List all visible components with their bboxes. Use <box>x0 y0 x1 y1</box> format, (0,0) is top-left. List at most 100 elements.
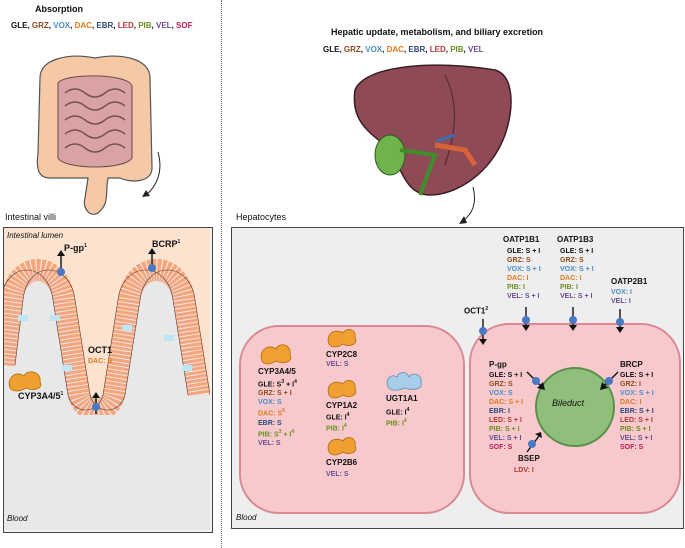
brcp-transporter <box>600 371 619 390</box>
interaction-gle: GLE: S + I <box>507 248 541 255</box>
hepatocyte-blood-label: Blood <box>236 513 257 522</box>
separator: , <box>48 21 54 30</box>
cyp2c8-label: CYP2C8 <box>326 350 358 359</box>
hepatocytes-title: Hepatocytes <box>236 212 287 222</box>
bileduct-label: Bileduct <box>552 398 585 408</box>
interaction-pib: PIB: I4 <box>326 423 347 433</box>
intestinal-lumen-label: Intestinal lumen <box>7 231 64 240</box>
absorption-arrow <box>142 151 161 197</box>
drug-gle: GLE <box>11 21 28 30</box>
hepatocyte-oct1-transporter <box>479 319 487 345</box>
intestinal-villi-title: Intestinal villi <box>5 212 57 222</box>
drug-vox: VOX <box>365 45 383 54</box>
separator: , <box>403 45 409 54</box>
drug-grz: GRZ <box>31 21 49 30</box>
interaction-gle: GLE: I4 <box>386 407 410 417</box>
drug-grz: GRZ <box>343 45 361 54</box>
interaction-grz: GRZ: S <box>489 381 513 388</box>
drug-pib: PIB <box>450 45 464 54</box>
hepatic-drug-list: GLE, GRZ, VOX, DAC, EBR, LED, PIB, VEL <box>323 39 484 57</box>
interaction-vox: VOX: S <box>258 399 282 407</box>
interaction-grz: GRZ: S <box>507 257 531 264</box>
drug-vel: VEL <box>468 45 484 54</box>
separator: , <box>382 45 387 54</box>
interaction-pib: PIB: S3 + I4 <box>258 428 295 438</box>
absorption-title: Absorption <box>35 4 83 14</box>
separator: , <box>113 21 118 30</box>
separator: , <box>463 45 468 54</box>
interaction-ebr: EBR: S + I <box>620 408 654 415</box>
cyp2b6-enzyme <box>327 437 357 456</box>
interaction-sof: SOF: S <box>489 444 513 451</box>
interaction-vox: VOX: S + I <box>560 266 594 273</box>
drug-sof: SOF <box>176 21 193 30</box>
separator: , <box>425 45 430 54</box>
interaction-vel: VEL: S + I <box>560 293 593 300</box>
bsep-transporter <box>526 432 542 453</box>
bsep-ldv: LDV: I <box>514 467 534 474</box>
hepatic-arrow <box>459 186 476 224</box>
oatp1b3-transporter <box>569 307 577 331</box>
separator: , <box>91 21 97 30</box>
intestinal-bcrp-transporter <box>148 248 156 272</box>
oatp2b1-transporter <box>616 309 624 333</box>
oatp1b1-transporter <box>522 307 530 331</box>
cyp1a2-enzyme <box>327 380 357 399</box>
separator: , <box>70 21 75 30</box>
separator: , <box>133 21 139 30</box>
intestine-illustration <box>36 55 153 215</box>
drug-ebr: EBR <box>408 45 426 54</box>
cyp3a45-enzyme <box>260 344 292 365</box>
drug-dac: DAC <box>74 21 92 30</box>
interaction-led: LED: S + I <box>620 417 653 424</box>
ugt1a1-label: UGT1A1 <box>386 394 418 403</box>
hepatocyte-cell-right <box>469 323 681 514</box>
hepatocyte-pgp-label: P-gp <box>489 360 507 369</box>
intestinal-blood-area <box>4 395 210 530</box>
drug-dac: DAC <box>386 45 404 54</box>
cyp3a45-label: CYP3A4/5 <box>258 367 296 376</box>
interaction-pib: PIB: S + I <box>620 426 651 433</box>
interaction-grz: GRZ: S <box>560 257 584 264</box>
interaction-vel: VEL: I <box>611 298 631 305</box>
separator: , <box>171 21 177 30</box>
cyp1a2-label: CYP1A2 <box>326 401 358 410</box>
drug-vox: VOX <box>53 21 71 30</box>
intestinal-oct1-transporter <box>92 392 100 414</box>
interaction-gle: GLE: S + I <box>620 372 654 379</box>
intestinal-pgp-label: P-gp1 <box>64 243 87 253</box>
interaction-dac: DAC: I <box>507 275 529 282</box>
cyp2c8-vel: VEL: S <box>326 361 349 368</box>
interaction-led: LED: S + I <box>489 417 522 424</box>
interaction-vel: VEL: S <box>258 439 281 447</box>
drug-led: LED <box>117 21 134 30</box>
cyp2b6-vel: VEL: S <box>326 471 349 478</box>
interaction-gle: GLE: S + I <box>560 248 594 255</box>
interaction-vel: VEL: S + I <box>489 435 522 442</box>
interaction-grz: GRZ: S + I <box>258 390 292 398</box>
drug-gle: GLE <box>323 45 340 54</box>
interaction-dac: DAC: I <box>620 399 642 406</box>
cyp2b6-label: CYP2B6 <box>326 458 358 467</box>
interaction-vel: VEL: S + I <box>620 435 653 442</box>
hepatocyte-oct1-label: OCT12 <box>464 306 489 316</box>
interaction-vel: VEL: S + I <box>507 293 540 300</box>
interaction-gle: GLE: S3 + I4 <box>258 379 297 389</box>
bsep-label: BSEP <box>518 454 540 463</box>
intestinal-oct1-label: OCT1 <box>88 345 113 355</box>
interaction-pib: PIB: I <box>560 284 578 291</box>
interaction-ebr: EBR: S <box>258 419 282 427</box>
oatp1b3-label: OATP1B3 <box>557 235 594 244</box>
interaction-ebr: EBR: I <box>489 408 510 415</box>
bileduct <box>535 367 615 447</box>
hepatocyte-pgp-transporter <box>526 371 545 390</box>
interaction-dac: DAC: S + I <box>489 399 524 406</box>
